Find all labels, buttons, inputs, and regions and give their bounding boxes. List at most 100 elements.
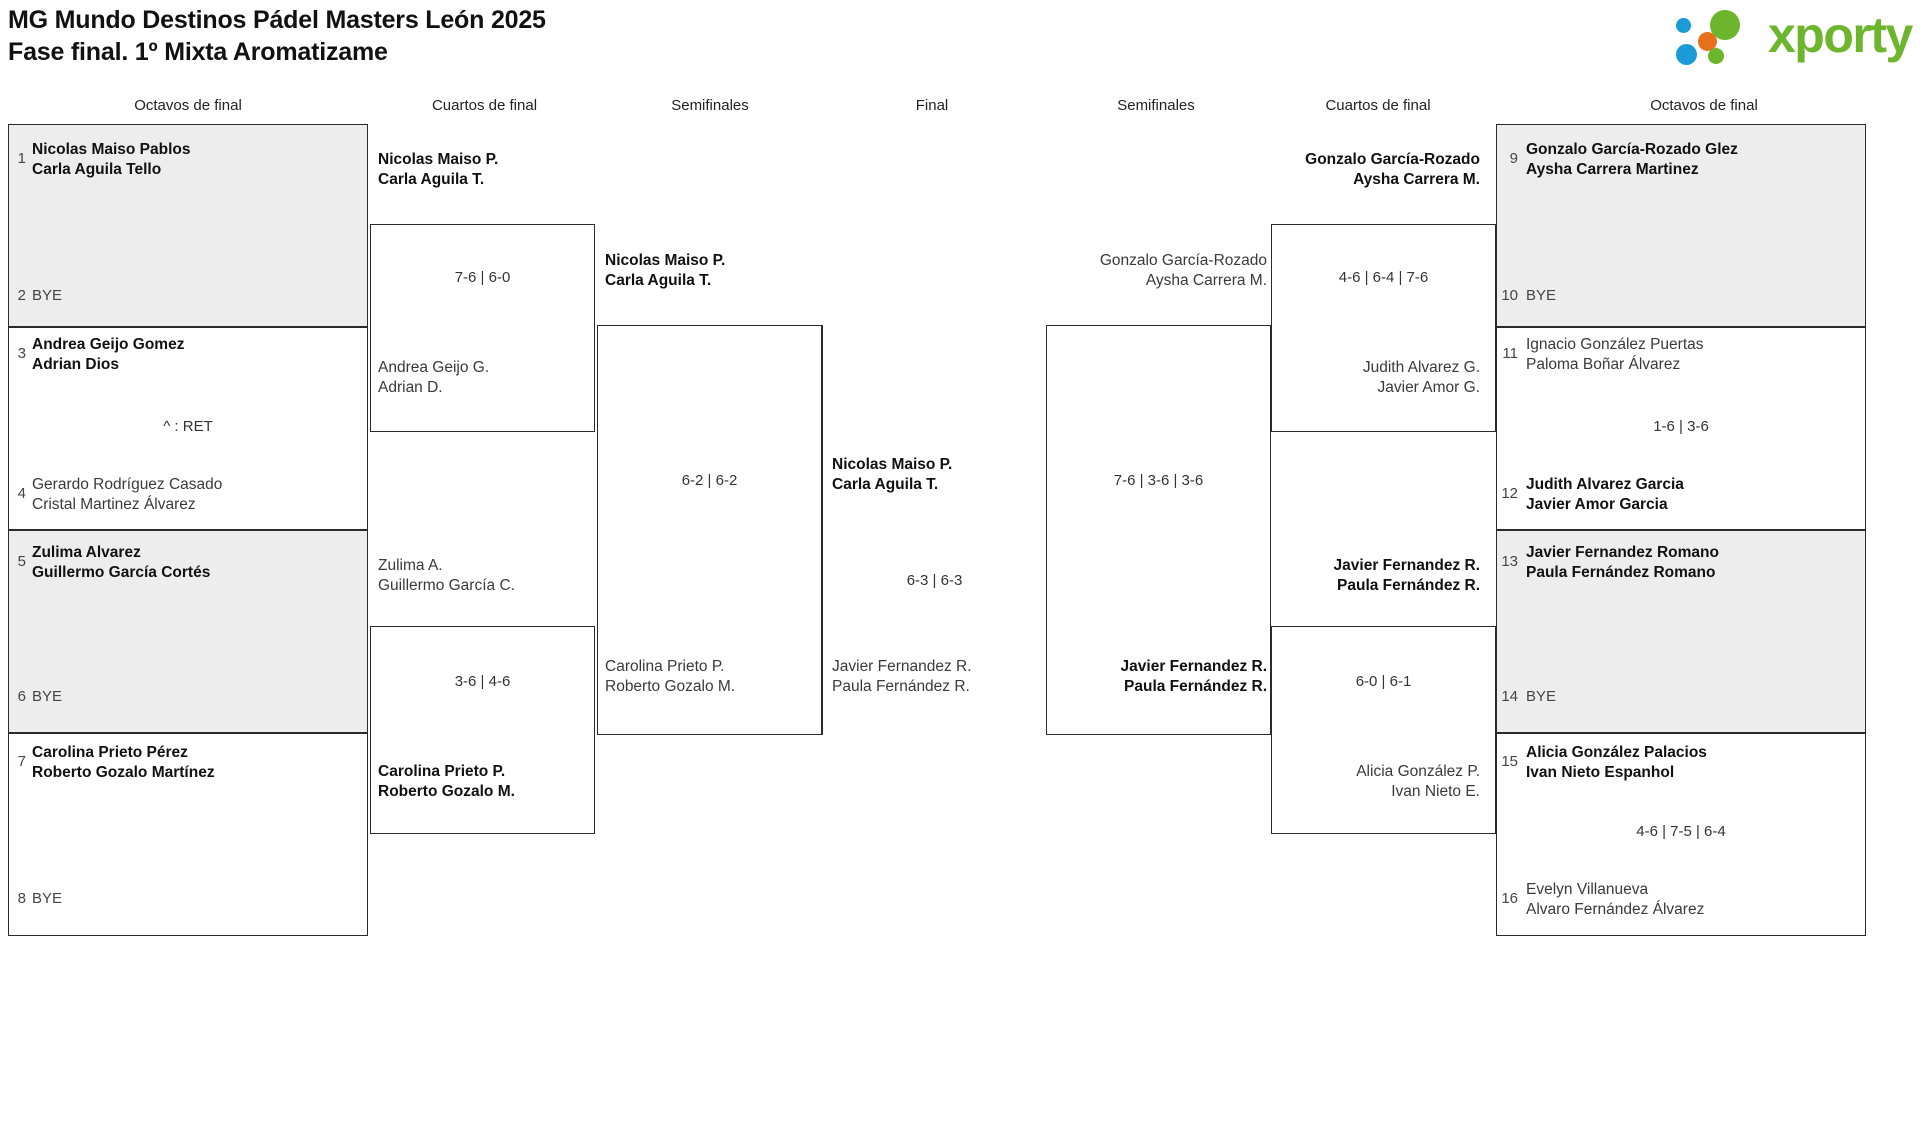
team-name: Carolina Prieto Pérez Roberto Gozalo Mar… — [32, 743, 215, 782]
match-score: 4-6 | 7-5 | 6-4 — [1636, 823, 1726, 840]
match-score: 7-6 | 3-6 | 3-6 — [1113, 472, 1204, 489]
player-line-2: Javier Amor Garcia — [1526, 495, 1668, 513]
seed-number: 8 — [17, 890, 26, 907]
left-qf-team-2: Andrea Geijo G. Adrian D. — [378, 358, 489, 397]
seed-number: 1 — [17, 150, 26, 167]
player-line-2: Roberto Gozalo Martínez — [32, 763, 215, 781]
left-sf-match-1[interactable] — [597, 325, 822, 735]
page-title: MG Mundo Destinos Pádel Masters León 202… — [8, 4, 546, 68]
team-name: Gerardo Rodríguez Casado Cristal Martine… — [32, 475, 222, 514]
right-qf-match-2[interactable] — [1271, 626, 1496, 834]
player-line-1: Andrea Geijo Gomez — [32, 336, 185, 353]
left-qf-match-2[interactable] — [370, 626, 595, 834]
player-line-2: Adrian Dios — [32, 355, 119, 373]
match-score: 6-3 | 6-3 — [906, 572, 963, 589]
player-line-2: Adrian D. — [378, 378, 443, 396]
seed-number: 6 — [17, 688, 26, 705]
player-line-1: Nicolas Maiso Pablos — [32, 141, 191, 158]
seed-number: 5 — [17, 553, 26, 570]
player-line-2: Paula Fernández R. — [832, 677, 970, 695]
player-line-2: Javier Amor G. — [1377, 378, 1481, 396]
left-r16-match-2[interactable] — [8, 327, 368, 530]
player-line-1: Zulima Alvarez — [32, 544, 141, 561]
player-line-2: Paloma Boñar Álvarez — [1526, 355, 1681, 373]
seed-number: 7 — [17, 753, 26, 770]
final-divider-left — [822, 325, 823, 735]
player-line-1: Carolina Prieto P. — [605, 658, 725, 675]
right-r16-match-3[interactable] — [1496, 530, 1866, 733]
player-line-1: Javier Fernandez R. — [832, 658, 972, 675]
title-line-1: MG Mundo Destinos Pádel Masters León 202… — [8, 6, 546, 34]
player-line-2: Cristal Martinez Álvarez — [32, 495, 196, 513]
left-sf-team-1: Nicolas Maiso P. Carla Aguila T. — [605, 251, 725, 290]
round-header-left-sf: Semifinales — [671, 97, 749, 114]
match-score: 1-6 | 3-6 — [1653, 418, 1709, 435]
player-line-2: Carla Aguila T. — [832, 475, 939, 493]
player-line-1: Gerardo Rodríguez Casado — [32, 476, 223, 493]
seed-number: 10 — [1501, 287, 1518, 304]
right-sf-match-1[interactable] — [1046, 325, 1271, 735]
left-r16-match-4[interactable] — [8, 733, 368, 936]
team-name-bye: BYE — [32, 890, 63, 907]
round-header-final: Final — [915, 97, 949, 114]
left-sf-team-2: Carolina Prieto P. Roberto Gozalo M. — [605, 657, 735, 696]
player-line-2: Aysha Carrera M. — [1353, 170, 1480, 188]
right-r16-match-1[interactable] — [1496, 124, 1866, 327]
team-name-bye: BYE — [32, 287, 63, 304]
team-name-bye: BYE — [1526, 688, 1557, 705]
right-qf-team-3: Javier Fernandez R. Paula Fernández R. — [1060, 556, 1480, 595]
logo-dots-icon — [1676, 8, 1768, 66]
player-line-1: Nicolas Maiso P. — [832, 456, 953, 473]
right-r16-match-4[interactable] — [1496, 733, 1866, 936]
player-line-1: Gonzalo García-Rozado — [1305, 151, 1480, 168]
player-line-1: Nicolas Maiso P. — [605, 252, 726, 269]
player-line-1: Evelyn Villanueva — [1526, 881, 1649, 898]
player-line-2: Aysha Carrera Martinez — [1526, 160, 1699, 178]
right-sf-team-1: Gonzalo García-Rozado Aysha Carrera M. — [847, 251, 1267, 290]
player-line-2: Guillermo García C. — [378, 576, 515, 594]
round-header-right-r16: Octavos de final — [1650, 97, 1758, 114]
player-line-2: Carla Aguila T. — [605, 271, 712, 289]
player-line-2: Carla Aguila T. — [378, 170, 485, 188]
player-line-2: Paula Fernández R. — [1337, 576, 1480, 594]
round-header-right-sf: Semifinales — [1117, 97, 1195, 114]
left-qf-team-3: Zulima A. Guillermo García C. — [378, 556, 515, 595]
left-qf-team-4: Carolina Prieto P. Roberto Gozalo M. — [378, 762, 515, 801]
seed-number: 4 — [17, 485, 26, 502]
player-line-1: Nicolas Maiso P. — [378, 151, 499, 168]
player-line-2: Paula Fernández Romano — [1526, 563, 1716, 581]
seed-number: 3 — [17, 345, 26, 362]
team-name: Javier Fernandez Romano Paula Fernández … — [1526, 543, 1719, 582]
player-line-2: Roberto Gozalo M. — [605, 677, 736, 695]
player-line-1: Alicia González P. — [1356, 763, 1480, 780]
seed-number: 12 — [1501, 485, 1518, 502]
right-qf-match-1[interactable] — [1271, 224, 1496, 432]
left-r16-match-1[interactable] — [8, 124, 368, 327]
match-score: ^ : RET — [163, 418, 213, 435]
left-qf-team-1: Nicolas Maiso P. Carla Aguila T. — [378, 150, 498, 189]
player-line-1: Gonzalo García-Rozado Glez — [1526, 141, 1738, 158]
left-qf-match-1[interactable] — [370, 224, 595, 432]
player-line-2: Roberto Gozalo M. — [378, 782, 515, 800]
team-name: Gonzalo García-Rozado Glez Aysha Carrera… — [1526, 140, 1738, 179]
right-qf-team-1: Gonzalo García-Rozado Aysha Carrera M. — [1060, 150, 1480, 189]
final-team-bottom: Javier Fernandez R. Paula Fernández R. — [832, 657, 972, 696]
round-header-left-qf: Cuartos de final — [431, 97, 538, 114]
team-name-bye: BYE — [1526, 287, 1557, 304]
team-name: Alicia González Palacios Ivan Nieto Espa… — [1526, 743, 1707, 782]
seed-number: 13 — [1501, 553, 1518, 570]
seed-number: 16 — [1501, 890, 1518, 907]
player-line-1: Gonzalo García-Rozado — [1099, 252, 1267, 269]
player-line-2: Alvaro Fernández Álvarez — [1526, 900, 1705, 918]
right-r16-match-2[interactable] — [1496, 327, 1866, 530]
player-line-2: Guillermo García Cortés — [32, 563, 211, 581]
match-score: 6-2 | 6-2 — [681, 472, 738, 489]
seed-number: 9 — [1509, 150, 1518, 167]
right-qf-team-2: Judith Alvarez G. Javier Amor G. — [1060, 358, 1480, 397]
team-name: Ignacio González Puertas Paloma Boñar Ál… — [1526, 335, 1704, 374]
seed-number: 15 — [1501, 753, 1518, 770]
player-line-1: Javier Fernandez R. — [1333, 557, 1480, 574]
logo-wordmark: xporty — [1768, 7, 1913, 63]
left-r16-match-3[interactable] — [8, 530, 368, 733]
